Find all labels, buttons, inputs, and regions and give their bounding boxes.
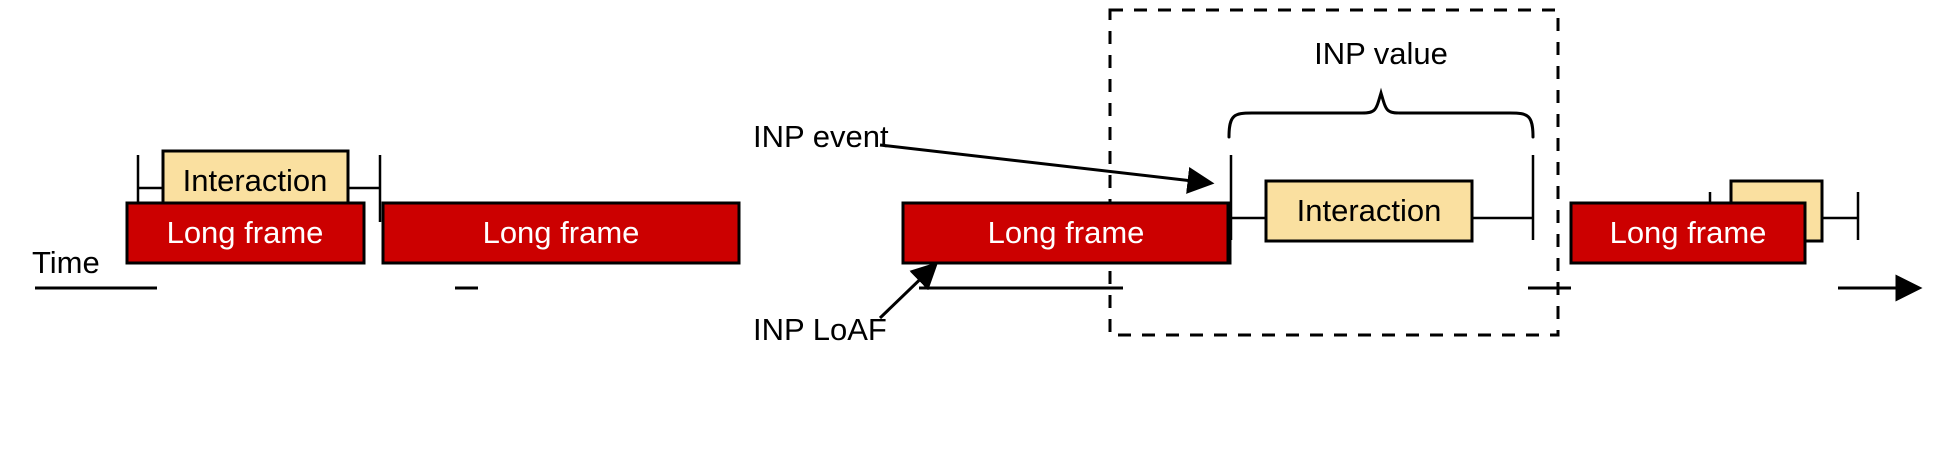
frame-group-3-overlay xyxy=(1226,201,1232,265)
long-frame-label-1: Long frame xyxy=(167,215,324,250)
long-frame-box-1[interactable] xyxy=(125,201,366,265)
frame-group-3: Interaction Long frame xyxy=(901,155,1535,265)
inp-event-callout: INP event xyxy=(753,119,1215,194)
inp-event-leader-line xyxy=(879,143,1215,194)
timeline-axis: Time xyxy=(32,245,1923,302)
interaction-box-3[interactable] xyxy=(1264,179,1474,243)
inp-region-dashed-box xyxy=(1108,8,1560,337)
long-frame-label-2: Long frame xyxy=(483,215,640,250)
frame-group-1: Interaction Long frame xyxy=(125,149,382,265)
long-frame-label-4: Long frame xyxy=(1610,215,1767,250)
inp-value-brace xyxy=(1227,87,1535,139)
inp-value-annotation: INP value xyxy=(1227,36,1535,139)
long-frame-box-2[interactable] xyxy=(381,201,741,265)
long-frame-label-3: Long frame xyxy=(988,215,1145,250)
time-axis-label: Time xyxy=(32,245,100,280)
interaction-label-3: Interaction xyxy=(1297,193,1442,228)
long-frame-box-3-right-extension[interactable] xyxy=(1226,201,1232,265)
inp-loaf-label: INP LoAF xyxy=(753,312,887,347)
interaction-box-1[interactable] xyxy=(161,149,350,213)
frame-group-4: Long frame xyxy=(1569,179,1860,265)
long-frame-box-4[interactable] xyxy=(1569,201,1807,265)
inp-value-label: INP value xyxy=(1314,36,1448,71)
frame-group-2: Long frame xyxy=(381,201,741,265)
interaction-label-1: Interaction xyxy=(183,163,328,198)
inp-loaf-callout: INP LoAF xyxy=(753,261,939,347)
inp-event-label: INP event xyxy=(753,119,889,154)
inp-loaf-leader-line xyxy=(878,261,939,320)
